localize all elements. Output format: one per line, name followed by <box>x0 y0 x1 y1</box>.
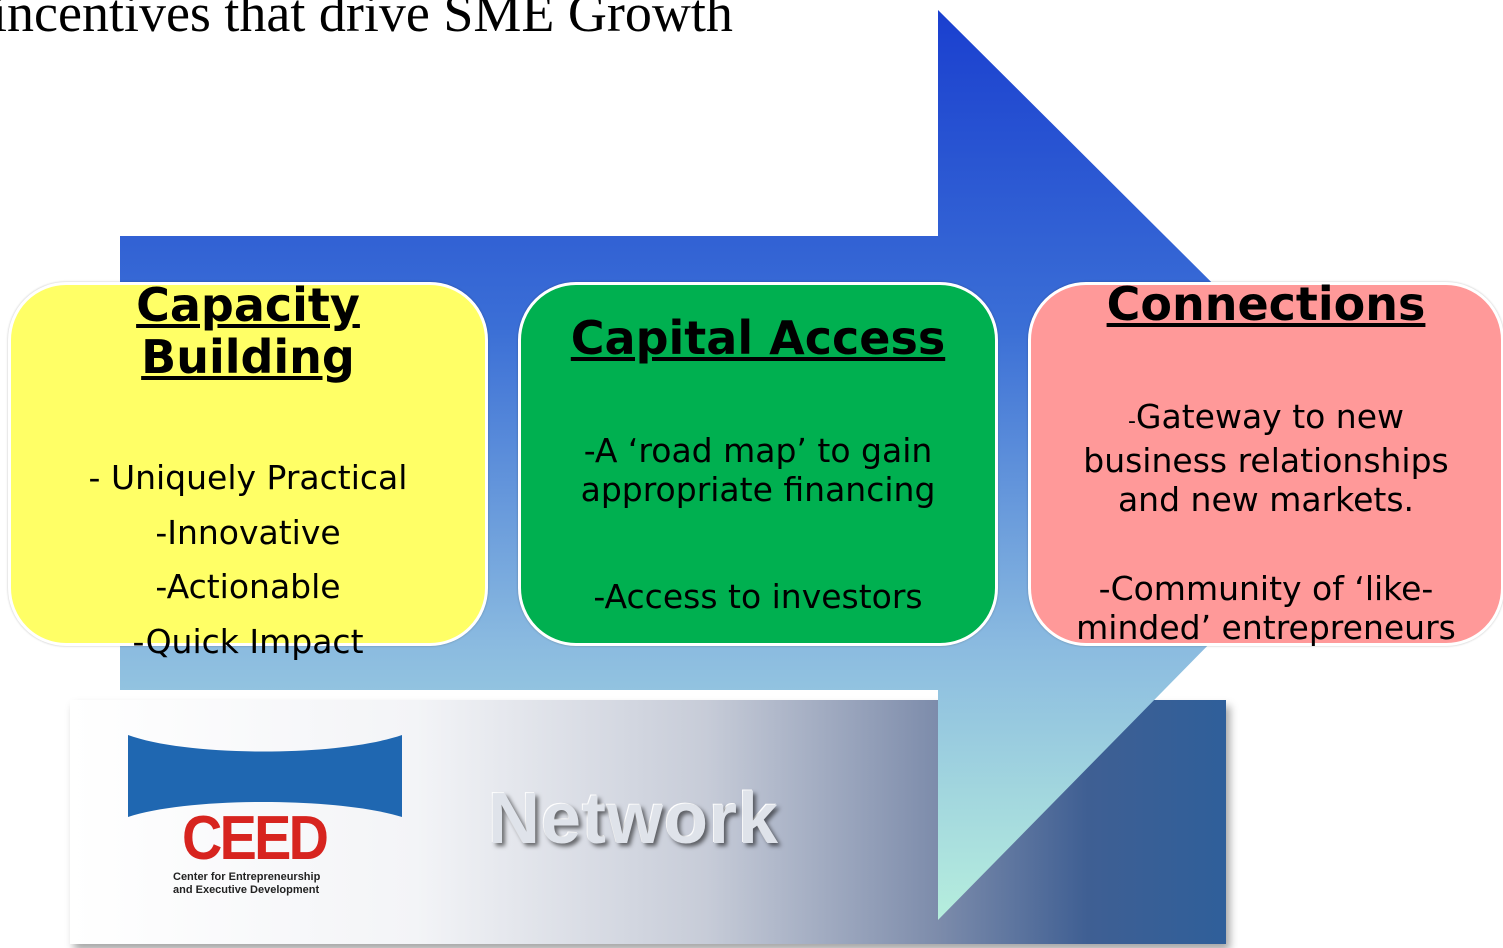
box-text: -Community of ‘like- minded’ entrepreneu… <box>1031 569 1501 647</box>
box-title-line: Capacity <box>136 278 360 332</box>
box-title: Capacity Building <box>11 279 485 383</box>
list-item: - Uniquely Practical <box>88 458 408 497</box>
text-line: -Gateway to new <box>1031 397 1501 441</box>
box-title-line: Building <box>141 330 355 384</box>
text-line: appropriate financing <box>580 470 936 509</box>
box-title: Capital Access <box>570 311 946 365</box>
box-text: -A ‘road map’ to gain appropriate financ… <box>521 431 995 509</box>
capital-access-box: Capital Access -A ‘road map’ to gain app… <box>518 282 998 646</box>
capacity-building-box: Capacity Building - Uniquely Practical -… <box>8 279 488 661</box>
connections-box: Connections -Gateway to new business rel… <box>1028 278 1503 647</box>
text-line: minded’ entrepreneurs <box>1076 608 1456 647</box>
dash: - <box>1127 409 1136 434</box>
text-line: -A ‘road map’ to gain <box>583 431 933 470</box>
text-line: business relationships <box>1083 441 1449 480</box>
box-text: -Gateway to new business relationships a… <box>1031 397 1501 519</box>
page-title: incentives that drive SME Growth <box>0 0 733 43</box>
list-item: -Innovative <box>155 512 341 552</box>
ceed-logo-bowtie-icon <box>128 735 402 817</box>
box-title: Connections <box>1106 277 1426 331</box>
box-items: - Uniquely Practical -Innovative -Action… <box>11 451 485 669</box>
network-label: Network <box>488 779 780 859</box>
text-line-part: Gateway to new <box>1135 397 1405 436</box>
logo-name: CEED <box>182 804 329 873</box>
logo-subtitle-line: and Executive Development <box>173 884 320 896</box>
ceed-logo: CEED Center for Entrepreneurship and Exe… <box>128 735 408 915</box>
box-text: -Access to investors <box>593 577 923 616</box>
list-item: -Actionable <box>155 567 341 606</box>
text-line: -Community of ‘like- <box>1098 569 1434 608</box>
logo-subtitle-line: Center for Entrepreneurship <box>173 871 321 883</box>
text-line: and new markets. <box>1117 480 1415 519</box>
logo-subtitle: Center for Entrepreneurship and Executiv… <box>173 871 383 897</box>
list-item: -Quick Impact <box>132 621 364 661</box>
